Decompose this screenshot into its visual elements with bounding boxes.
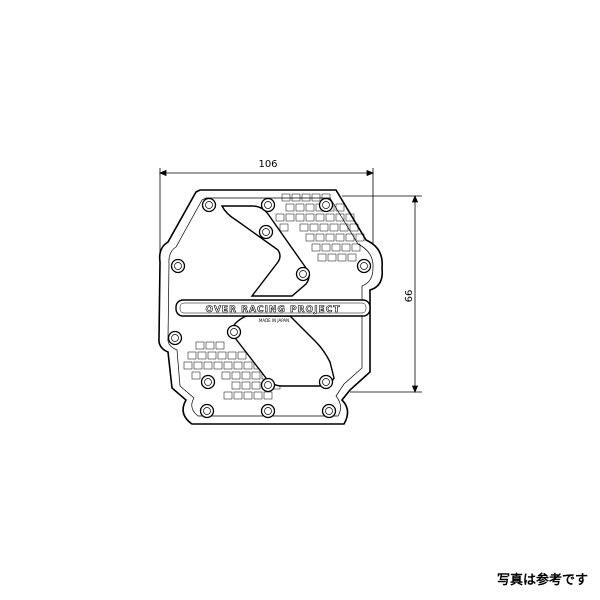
screw-hole <box>167 330 183 346</box>
made-in-text: MADE IN JAPAN <box>259 318 289 323</box>
screw-hole <box>201 197 217 213</box>
screw-hole <box>260 197 276 213</box>
screw-hole <box>321 403 337 419</box>
width-dimension-label: 106 <box>258 159 277 170</box>
screw-hole <box>226 324 242 340</box>
screw-hole <box>295 266 311 282</box>
height-dimension <box>342 194 422 394</box>
screw-hole <box>199 403 215 419</box>
screw-hole <box>318 197 334 213</box>
screw-hole <box>318 374 334 390</box>
brand-band <box>175 299 371 317</box>
screw-hole <box>170 258 186 274</box>
screw-hole <box>258 224 274 240</box>
screw-hole <box>260 403 276 419</box>
brand-text: OVER RACING PROJECT <box>206 305 341 315</box>
reference-photo-caption: 写真は参考です <box>496 573 588 588</box>
height-dimension-label: 99 <box>402 290 413 303</box>
screw-holes <box>167 197 372 419</box>
screw-hole <box>200 374 216 390</box>
screw-hole <box>356 258 372 274</box>
screw-hole <box>260 377 276 393</box>
